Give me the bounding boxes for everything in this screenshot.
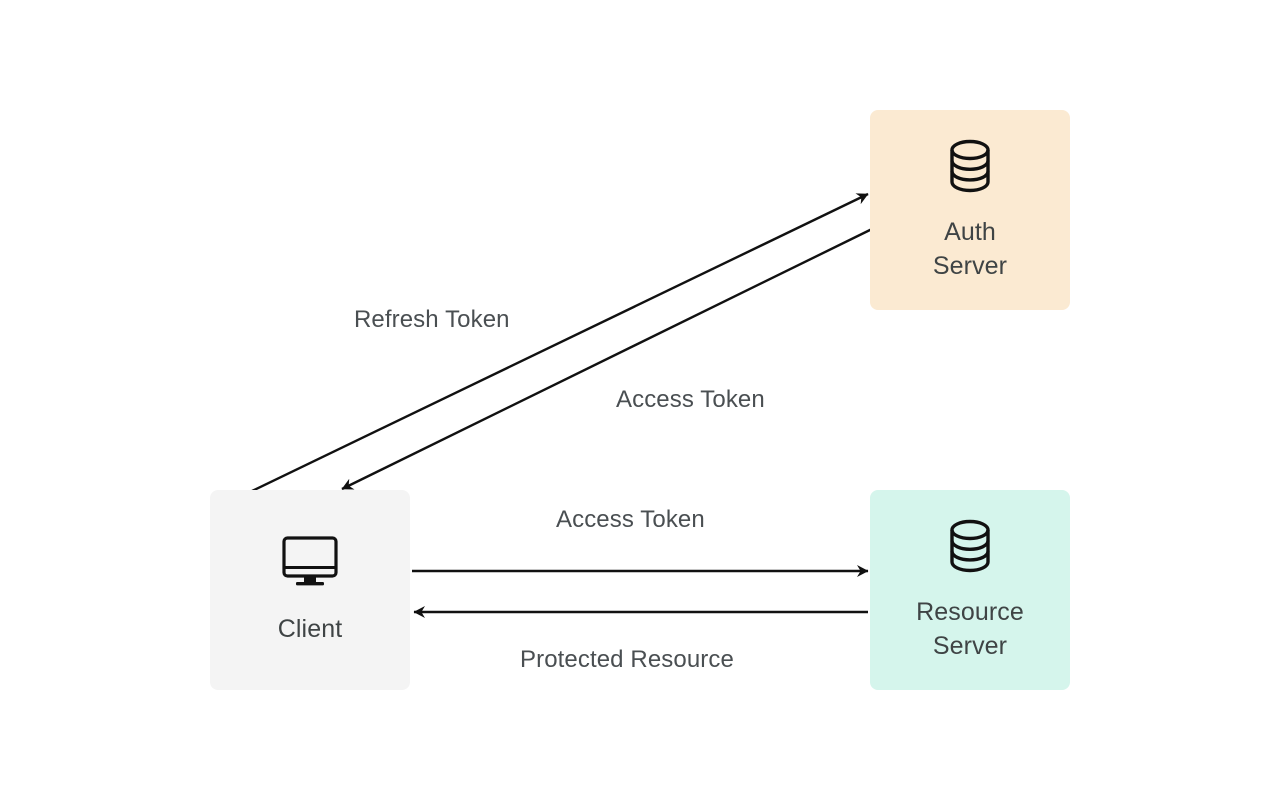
edge-label-access-token-resource: Access Token <box>556 506 705 533</box>
edge-label-access-token-auth: Access Token <box>616 386 765 413</box>
node-resource-server-label: Resource Server <box>916 597 1024 660</box>
database-icon <box>946 518 994 579</box>
node-auth-server-label: Auth Server <box>932 217 1008 280</box>
edge-refresh-token <box>249 192 869 494</box>
node-client-label: Client <box>277 614 343 643</box>
desktop-monitor-icon <box>281 535 339 592</box>
database-icon <box>946 138 994 199</box>
node-client[interactable]: Client <box>210 490 410 690</box>
node-auth-server[interactable]: Auth Server <box>870 110 1070 310</box>
edge-label-protected-resource: Protected Resource <box>520 646 734 673</box>
edge-label-refresh-token: Refresh Token <box>354 306 510 333</box>
node-resource-server[interactable]: Resource Server <box>870 490 1070 690</box>
edge-access-token-auth <box>341 227 873 491</box>
